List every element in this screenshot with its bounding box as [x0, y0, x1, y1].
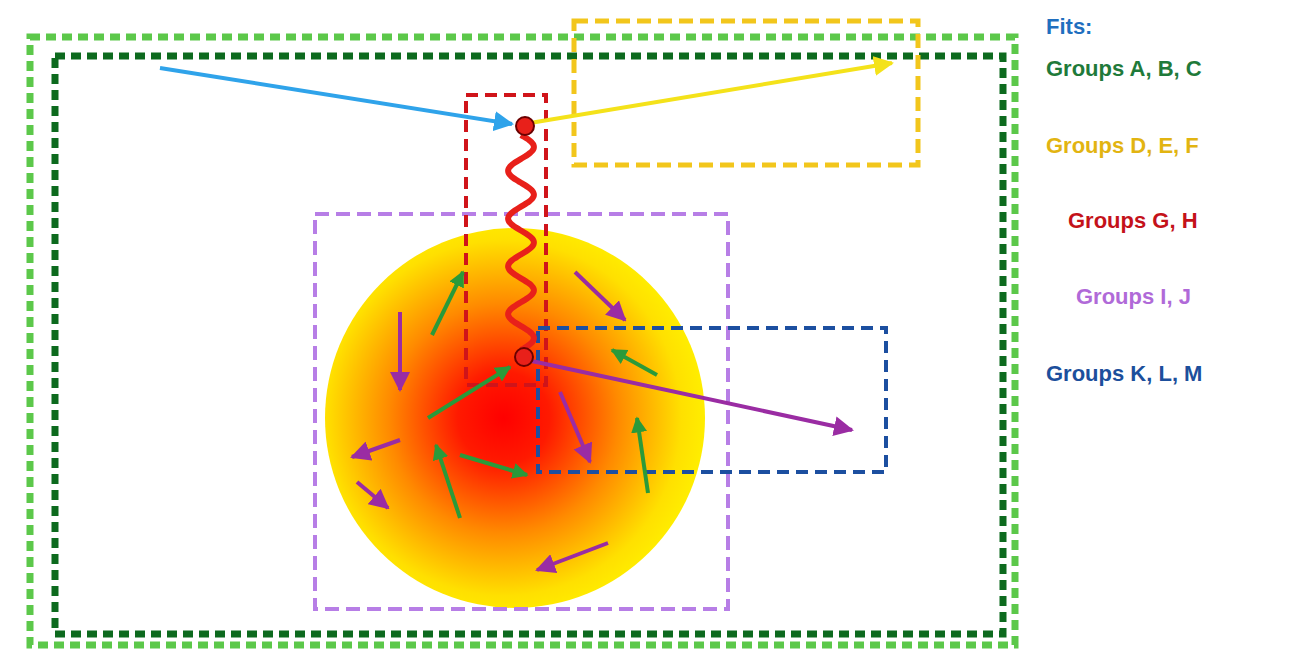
purple-arrow: [352, 440, 400, 457]
fit-region-box: [315, 214, 728, 609]
legend-entry: Groups I, J: [1076, 284, 1191, 310]
legend-entry: Groups K, L, M: [1046, 361, 1202, 387]
fit-region-box: [574, 21, 918, 165]
fit-region-box: [55, 56, 1003, 634]
green-arrow: [436, 445, 460, 518]
purple-arrow: [357, 482, 388, 508]
legend-heading: Fits:: [1046, 14, 1092, 40]
legend-entry: Groups D, E, F: [1046, 133, 1199, 159]
fit-region-box: [30, 37, 1015, 645]
photon-wave: [508, 135, 534, 350]
green-arrow: [432, 272, 463, 335]
vertex-dot: [516, 117, 534, 135]
legend-entry: Groups A, B, C: [1046, 56, 1202, 82]
struck-quark: [527, 360, 852, 430]
legend-entry: Groups G, H: [1068, 208, 1198, 234]
green-arrow: [637, 418, 648, 493]
purple-arrow: [398, 312, 402, 390]
green-arrow: [428, 367, 510, 418]
vertex-dot: [515, 348, 533, 366]
nucleus: [325, 228, 705, 608]
purple-arrow: [537, 543, 608, 570]
purple-arrow: [560, 392, 590, 462]
photon-line: [508, 135, 534, 350]
purple-arrow: [575, 272, 625, 320]
incoming-lepton: [160, 68, 512, 124]
fit-region-box: [466, 95, 546, 385]
green-arrow: [612, 350, 657, 375]
scattered-lepton: [530, 63, 892, 123]
hadron-arrows: [352, 272, 657, 570]
green-arrow: [460, 455, 527, 475]
